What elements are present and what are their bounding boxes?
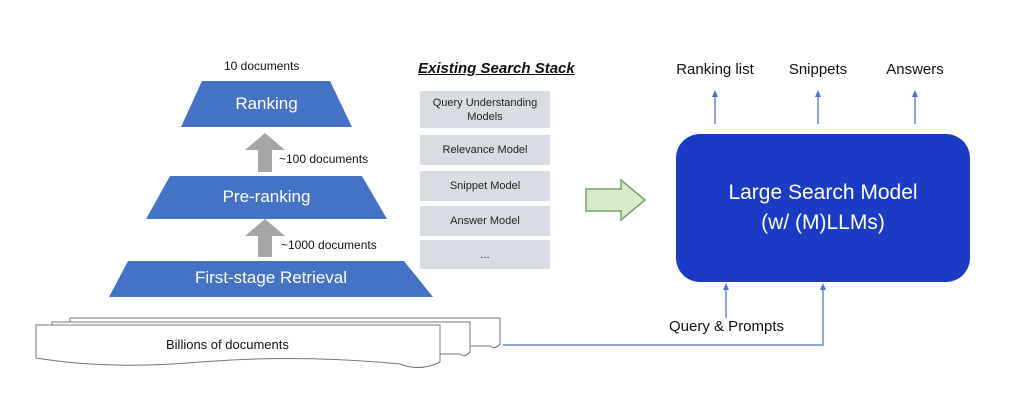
connector-arrow-head [820, 283, 826, 290]
bottom-doc-count: ~1000 documents [281, 238, 377, 252]
preranking-stage [146, 176, 387, 219]
query-prompts-label: Query & Prompts [669, 318, 785, 335]
stack-item-more: ... [420, 240, 550, 269]
mid-doc-count: ~100 documents [279, 152, 369, 166]
output-answers: Answers [886, 61, 944, 78]
ranking-stage [181, 81, 352, 127]
preranking-label: Pre-ranking [222, 187, 311, 206]
documents-stack [35, 317, 501, 368]
stack-item-query-understanding: Query Understanding Models [420, 91, 550, 128]
output-ranking-list: Ranking list [676, 61, 754, 78]
ranking-label: Ranking [235, 94, 298, 113]
transition-arrow [585, 178, 647, 222]
output-arrows [712, 90, 918, 124]
lsm-title: Large Search Model [728, 181, 918, 204]
stack-item-relevance: Relevance Model [420, 135, 550, 165]
gray-arrow-upper [245, 133, 285, 172]
input-connector [503, 287, 824, 346]
retrieval-stage [109, 261, 433, 297]
documents-label: Billions of documents [166, 337, 289, 352]
output-snippets: Snippets [788, 61, 848, 78]
lsm-subtitle: (w/ (M)LLMs) [761, 211, 885, 234]
stack-title: Existing Search Stack [418, 60, 575, 77]
stack-item-snippet: Snippet Model [420, 171, 550, 201]
query-arrow-head [723, 283, 729, 290]
top-doc-count: 10 documents [224, 59, 300, 73]
retrieval-label: First-stage Retrieval [194, 268, 348, 287]
stack-item-answer: Answer Model [420, 206, 550, 236]
large-search-model-box: Large Search Model (w/ (M)LLMs) [676, 134, 970, 282]
gray-arrow-lower [245, 219, 285, 257]
